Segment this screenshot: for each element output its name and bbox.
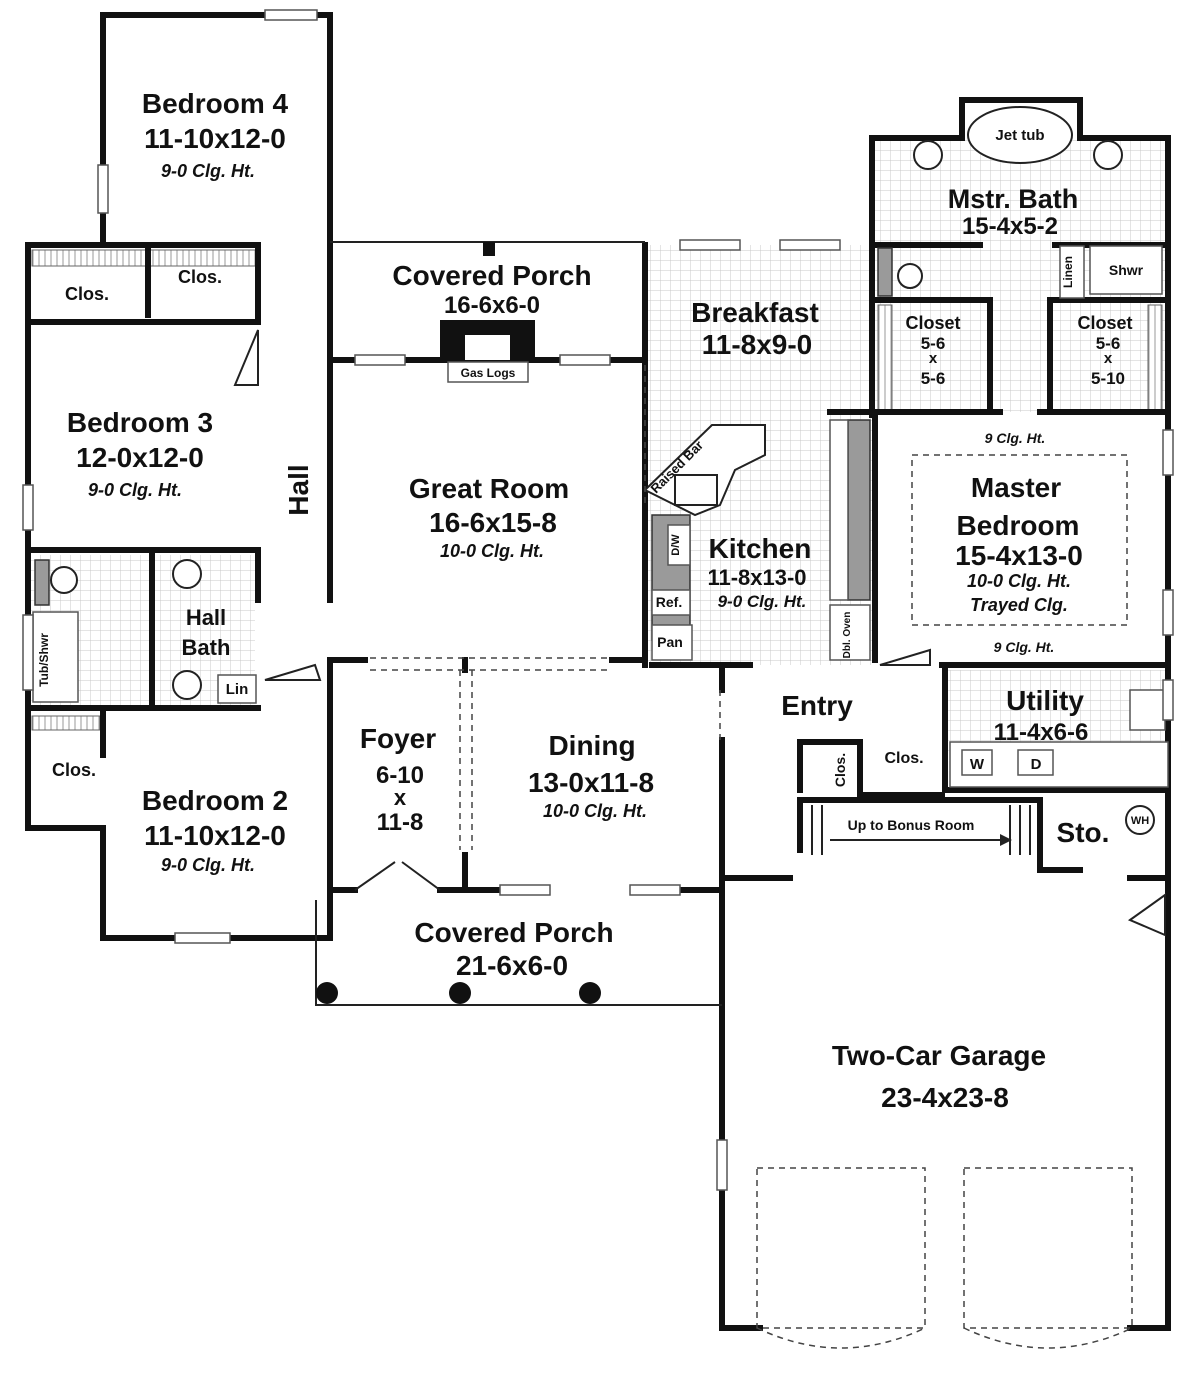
utility-label: Utility 11-4x6-6: [994, 685, 1089, 746]
closet-label: Clos.: [884, 750, 923, 767]
ceiling-height: 9-0 Clg. Ht.: [161, 161, 255, 181]
closet-dim-2: 5-6: [921, 369, 946, 388]
jet-tub-label: Jet tub: [995, 127, 1044, 144]
room-dims: 16-6x6-0: [444, 292, 540, 319]
closet-x: x: [1104, 350, 1113, 367]
room-dims: 13-0x11-8: [528, 767, 654, 798]
ceiling-height: 9-0 Clg. Ht.: [88, 480, 182, 500]
room-dims: 15-4x13-0: [955, 540, 1083, 571]
room-name: Breakfast: [691, 297, 819, 328]
room-name: Two-Car Garage: [832, 1040, 1046, 1071]
room-name: Bedroom 2: [142, 785, 288, 816]
ceiling-height: 9-0 Clg. Ht.: [161, 855, 255, 875]
trayed-ceiling: Trayed Clg.: [970, 595, 1068, 615]
linen-closet-label: Linen: [1061, 256, 1075, 288]
room-dims-2: 11-8: [377, 809, 424, 836]
closet-label: Clos.: [178, 267, 222, 287]
closet-dim-1: 5-6: [921, 334, 946, 353]
room-name: Kitchen: [709, 533, 812, 564]
closet-name: Closet: [905, 313, 960, 333]
entry-label: Entry: [781, 690, 853, 721]
room-dims: 23-4x23-8: [881, 1082, 1009, 1113]
ceiling-height: 10-0 Clg. Ht.: [543, 801, 647, 821]
room-name: Covered Porch: [414, 917, 613, 948]
room-dims: 21-6x6-0: [456, 950, 568, 981]
storage-label: Sto.: [1057, 817, 1110, 848]
room-dims: 11-10x12-0: [144, 820, 286, 851]
breakfast-label: Breakfast 11-8x9-0: [691, 297, 819, 360]
shower-label: Shwr: [1109, 262, 1144, 278]
room-name: Utility: [1006, 685, 1084, 716]
room-name: Great Room: [409, 473, 569, 504]
master-bedroom-label: 9 Clg. Ht. Master Bedroom 15-4x13-0 10-0…: [955, 430, 1083, 655]
room-dims: 15-4x5-2: [962, 213, 1058, 240]
covered-porch-back-label: Covered Porch 16-6x6-0: [392, 260, 591, 319]
linen-label: Lin: [226, 681, 249, 698]
closet-x: x: [929, 350, 938, 367]
covered-porch-front-label: Covered Porch 21-6x6-0: [414, 917, 613, 981]
closet-dim-1: 5-6: [1096, 334, 1121, 353]
room-name: Mstr. Bath: [948, 184, 1079, 214]
ceiling-height: 10-0 Clg. Ht.: [967, 571, 1071, 591]
windows: [22, 9, 1174, 1191]
closet-left-label: Closet 5-6 x 5-6: [905, 313, 960, 388]
room-dims: 11-8x9-0: [702, 329, 813, 360]
stair-treads: [811, 805, 1031, 855]
refrigerator-label: Ref.: [656, 594, 682, 610]
washer-label: W: [970, 756, 985, 773]
garage-label: Two-Car Garage 23-4x23-8: [832, 1040, 1046, 1113]
closet-label: Clos.: [65, 284, 109, 304]
closet-label: Clos.: [832, 753, 848, 787]
ceiling-height: 9-0 Clg. Ht.: [718, 592, 807, 611]
dishwasher-label: D/W: [670, 534, 682, 556]
closet-right-label: Closet 5-6 x 5-10: [1077, 313, 1132, 388]
gas-logs-label: Gas Logs: [461, 366, 516, 380]
water-heater-label: WH: [1131, 815, 1149, 827]
closet-hatching: [31, 249, 1163, 731]
room-dims-x: x: [394, 785, 407, 810]
closet-name: Closet: [1077, 313, 1132, 333]
bedroom-3-label: Bedroom 3 12-0x12-0 9-0 Clg. Ht.: [67, 407, 213, 500]
stairs-label: Up to Bonus Room: [848, 817, 975, 833]
walls: [25, 12, 1171, 1331]
closet-dim-2: 5-10: [1091, 369, 1125, 388]
double-oven-label: Dbl. Oven: [842, 612, 853, 659]
bedroom-4-label: Bedroom 4 11-10x12-0 9-0 Clg. Ht.: [142, 88, 289, 181]
room-name: Bedroom 4: [142, 88, 289, 119]
dryer-label: D: [1031, 756, 1042, 773]
dining-label: Dining 13-0x11-8 10-0 Clg. Ht.: [528, 730, 654, 821]
hall-bath-label: Hall Bath: [182, 605, 231, 660]
room-dims: 11-4x6-6: [994, 719, 1089, 746]
bedroom-2-label: Bedroom 2 11-10x12-0 9-0 Clg. Ht.: [142, 785, 288, 875]
room-name-line2: Bath: [182, 635, 231, 660]
room-name-line1: Hall: [186, 605, 226, 630]
master-bath-label: Mstr. Bath 15-4x5-2: [948, 184, 1079, 240]
room-name: Bedroom 3: [67, 407, 213, 438]
closet-label: Clos.: [52, 760, 96, 780]
room-name: Covered Porch: [392, 260, 591, 291]
room-name: Dining: [548, 730, 635, 761]
ceiling-height: 10-0 Clg. Ht.: [440, 541, 544, 561]
room-dims-1: 6-10: [376, 762, 424, 789]
fixtures: [32, 106, 1169, 1349]
hall-label: Hall: [283, 464, 314, 515]
room-dims: 16-6x15-8: [429, 507, 557, 538]
ceiling-height-bottom: 9 Clg. Ht.: [994, 639, 1055, 655]
room-name-line1: Master: [971, 472, 1061, 503]
room-name: Foyer: [360, 723, 436, 754]
room-name-line2: Bedroom: [957, 510, 1080, 541]
pantry-label: Pan: [657, 634, 683, 650]
kitchen-label: Kitchen 11-8x13-0 9-0 Clg. Ht.: [707, 533, 811, 611]
ceiling-height-top: 9 Clg. Ht.: [985, 430, 1046, 446]
room-dims: 12-0x12-0: [76, 442, 204, 473]
foyer-label: Foyer 6-10 x 11-8: [360, 723, 436, 836]
room-dims: 11-8x13-0: [707, 565, 806, 590]
great-room-label: Great Room 16-6x15-8 10-0 Clg. Ht.: [409, 473, 569, 561]
room-dims: 11-10x12-0: [144, 123, 286, 154]
tub-shower-label: Tub/Shwr: [37, 633, 51, 687]
